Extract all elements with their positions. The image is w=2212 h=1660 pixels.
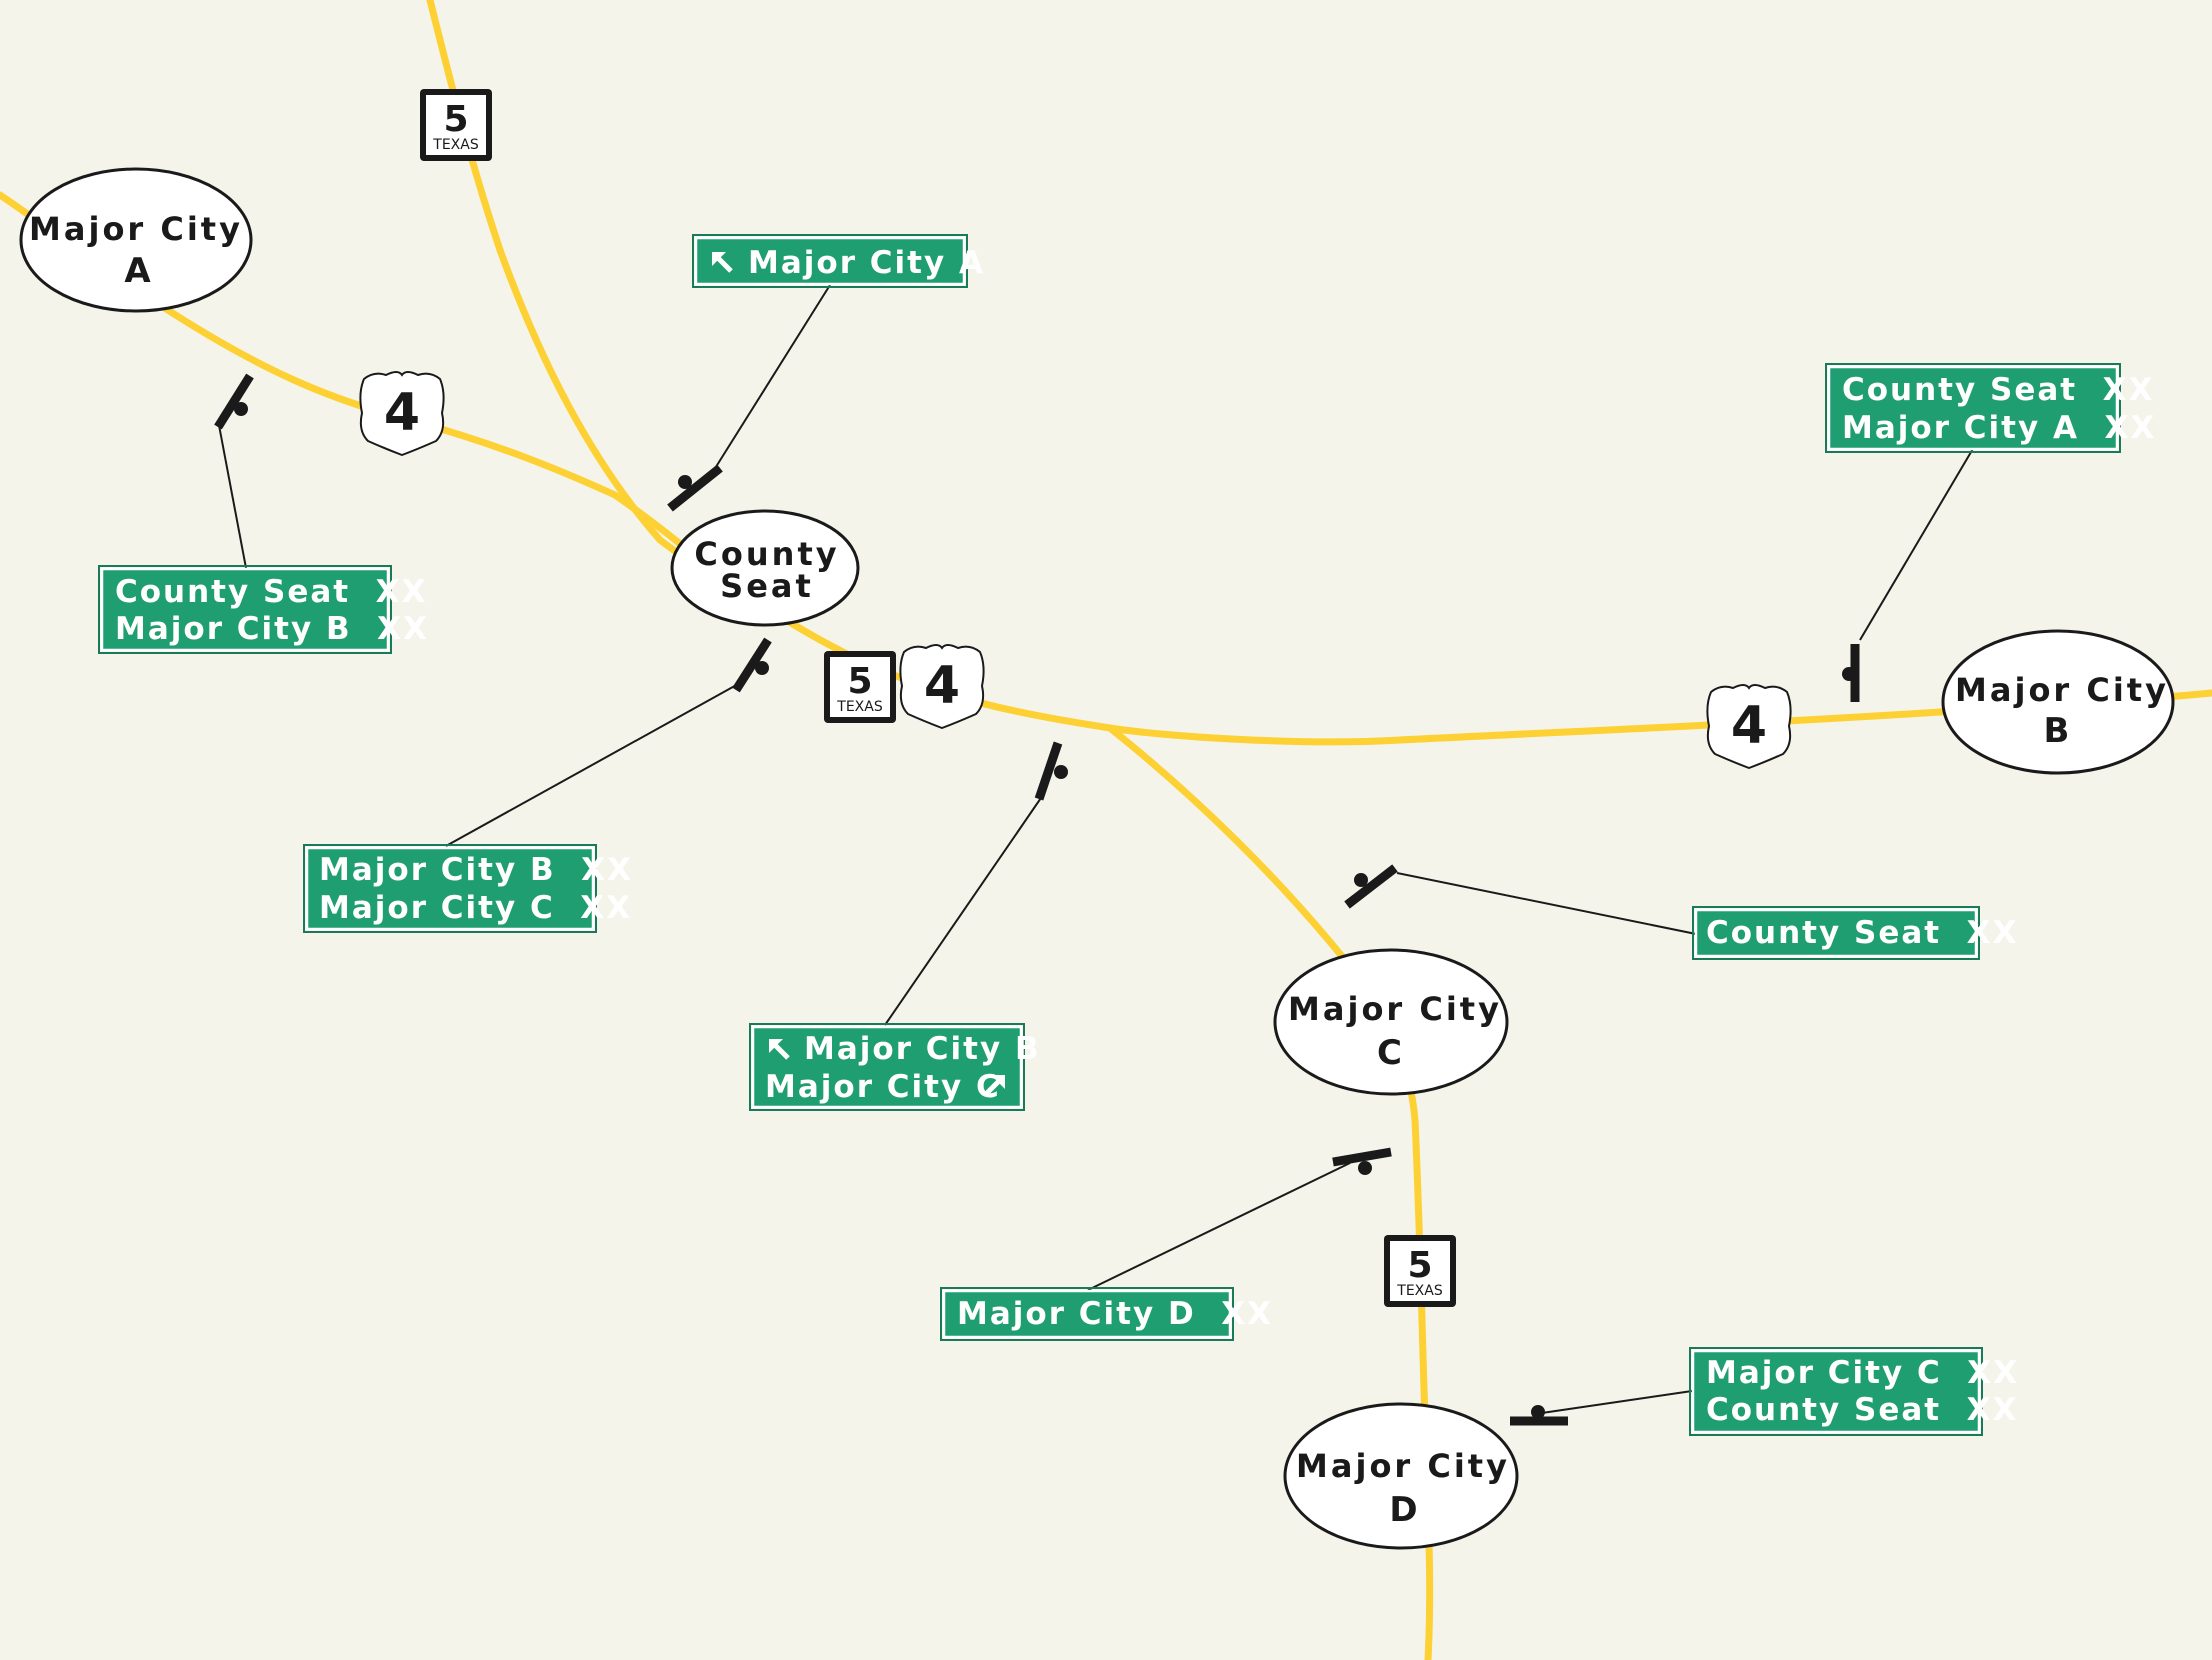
city-county-seat: County Seat xyxy=(670,509,860,627)
sign-posts xyxy=(214,373,1860,1426)
leader-line-6 xyxy=(1396,872,1697,935)
city-major-a: Major City A xyxy=(19,167,253,313)
leader-line-4 xyxy=(445,682,741,847)
texas-5-shield-icon: 5 TEXAS xyxy=(824,651,896,723)
leader-line-3 xyxy=(217,419,247,569)
guide-sign-7-line-1: Major City D XX xyxy=(957,1296,1273,1332)
guide-sign-4-line-2: Major City C XX xyxy=(319,890,632,926)
city-major-d: Major City D xyxy=(1283,1402,1519,1550)
guide-sign-8-line-2: County Seat XX xyxy=(1706,1392,2018,1428)
guide-sign-4-line-1: Major City B XX xyxy=(319,852,633,888)
guide-sign-6-line-1: County Seat XX xyxy=(1706,915,2018,951)
guide-sign-5-line-1: Major City B xyxy=(804,1031,1041,1067)
leader-line-7 xyxy=(1087,1162,1351,1291)
guide-sign-6: County Seat XX xyxy=(1692,906,2018,960)
city-major-b-line-2: B xyxy=(2044,711,2073,751)
city-major-a-line-2: A xyxy=(124,251,153,291)
shield-number: 5 xyxy=(443,99,468,140)
us-4-shield-icon: 4 xyxy=(899,644,985,730)
guide-sign-3: County Seat XX Major City B XX xyxy=(98,565,429,654)
shield-number: 5 xyxy=(847,661,872,702)
sign-post-5 xyxy=(1034,741,1068,801)
county-seat-line-2: Seat xyxy=(720,567,814,605)
route-shields: 5 TEXAS 4 5 TEXAS 4 4 5 TEXA xyxy=(359,89,1792,1307)
texas-5-shield-icon: 5 TEXAS xyxy=(420,89,492,161)
shield-number: 5 xyxy=(1407,1245,1432,1286)
guide-sign-2-line-2: Major City A XX xyxy=(1842,410,2156,446)
guide-signs: Major City A County Seat XX Major City A… xyxy=(98,234,2156,1436)
texas-5-shield-icon: 5 TEXAS xyxy=(1384,1235,1456,1307)
shield-number: 4 xyxy=(1731,696,1767,756)
leader-line-5 xyxy=(884,794,1044,1026)
guide-sign-3-line-1: County Seat XX xyxy=(115,574,427,610)
shield-number: 4 xyxy=(924,656,960,716)
us-4-shield-icon: 4 xyxy=(1706,684,1792,770)
arrow-up-left-icon xyxy=(712,252,733,273)
sign-post-8 xyxy=(1510,1405,1568,1426)
shield-number: 4 xyxy=(384,383,420,443)
arrow-up-right-icon xyxy=(984,1075,1005,1096)
arrow-up-left-icon xyxy=(769,1039,790,1060)
guide-sign-3-line-2: Major City B XX xyxy=(115,611,429,647)
guide-sign-5-line-2: Major City C xyxy=(765,1069,1001,1105)
city-major-b: Major City B xyxy=(1941,629,2175,775)
guide-sign-2: County Seat XX Major City A XX xyxy=(1825,363,2156,453)
us-4-shield-icon: 4 xyxy=(359,371,445,457)
guide-sign-7: Major City D XX xyxy=(940,1287,1273,1341)
sign-post-1 xyxy=(667,464,723,512)
shield-state: TEXAS xyxy=(1396,1283,1443,1299)
leader-line-2 xyxy=(1859,446,1975,641)
guide-sign-5: Major City B Major City C xyxy=(749,1023,1041,1111)
cities: Major City A County Seat Major City B Ma… xyxy=(19,167,2175,1550)
guide-sign-8: Major City C XX County Seat XX xyxy=(1689,1347,2019,1436)
guide-sign-8-line-1: Major City C XX xyxy=(1706,1355,2019,1391)
sign-post-3 xyxy=(214,373,254,430)
guide-sign-1: Major City A xyxy=(692,234,985,288)
sign-post-2 xyxy=(1842,644,1860,702)
city-major-c-line-1: Major City xyxy=(1288,990,1502,1028)
leader-line-8 xyxy=(1534,1390,1693,1415)
city-major-a-line-1: Major City xyxy=(29,210,243,248)
sign-post-4 xyxy=(732,637,772,693)
sign-post-6 xyxy=(1344,864,1398,909)
guide-sign-1-line-1: Major City A xyxy=(748,245,985,281)
county-seat-line-1: County xyxy=(694,535,839,573)
guide-sign-2-line-1: County Seat XX xyxy=(1842,372,2154,408)
shield-state: TEXAS xyxy=(432,137,479,153)
shield-state: TEXAS xyxy=(836,699,883,715)
guide-sign-4: Major City B XX Major City C XX xyxy=(303,844,633,933)
city-major-d-line-1: Major City xyxy=(1296,1447,1510,1485)
city-major-d-line-2: D xyxy=(1389,1490,1420,1530)
leader-line-1 xyxy=(713,284,831,471)
sign-post-7 xyxy=(1332,1147,1392,1175)
city-major-b-line-1: Major City xyxy=(1955,671,2169,709)
city-major-c: Major City C xyxy=(1273,948,1509,1096)
leader-lines xyxy=(217,284,1975,1415)
city-major-c-line-2: C xyxy=(1377,1033,1405,1073)
